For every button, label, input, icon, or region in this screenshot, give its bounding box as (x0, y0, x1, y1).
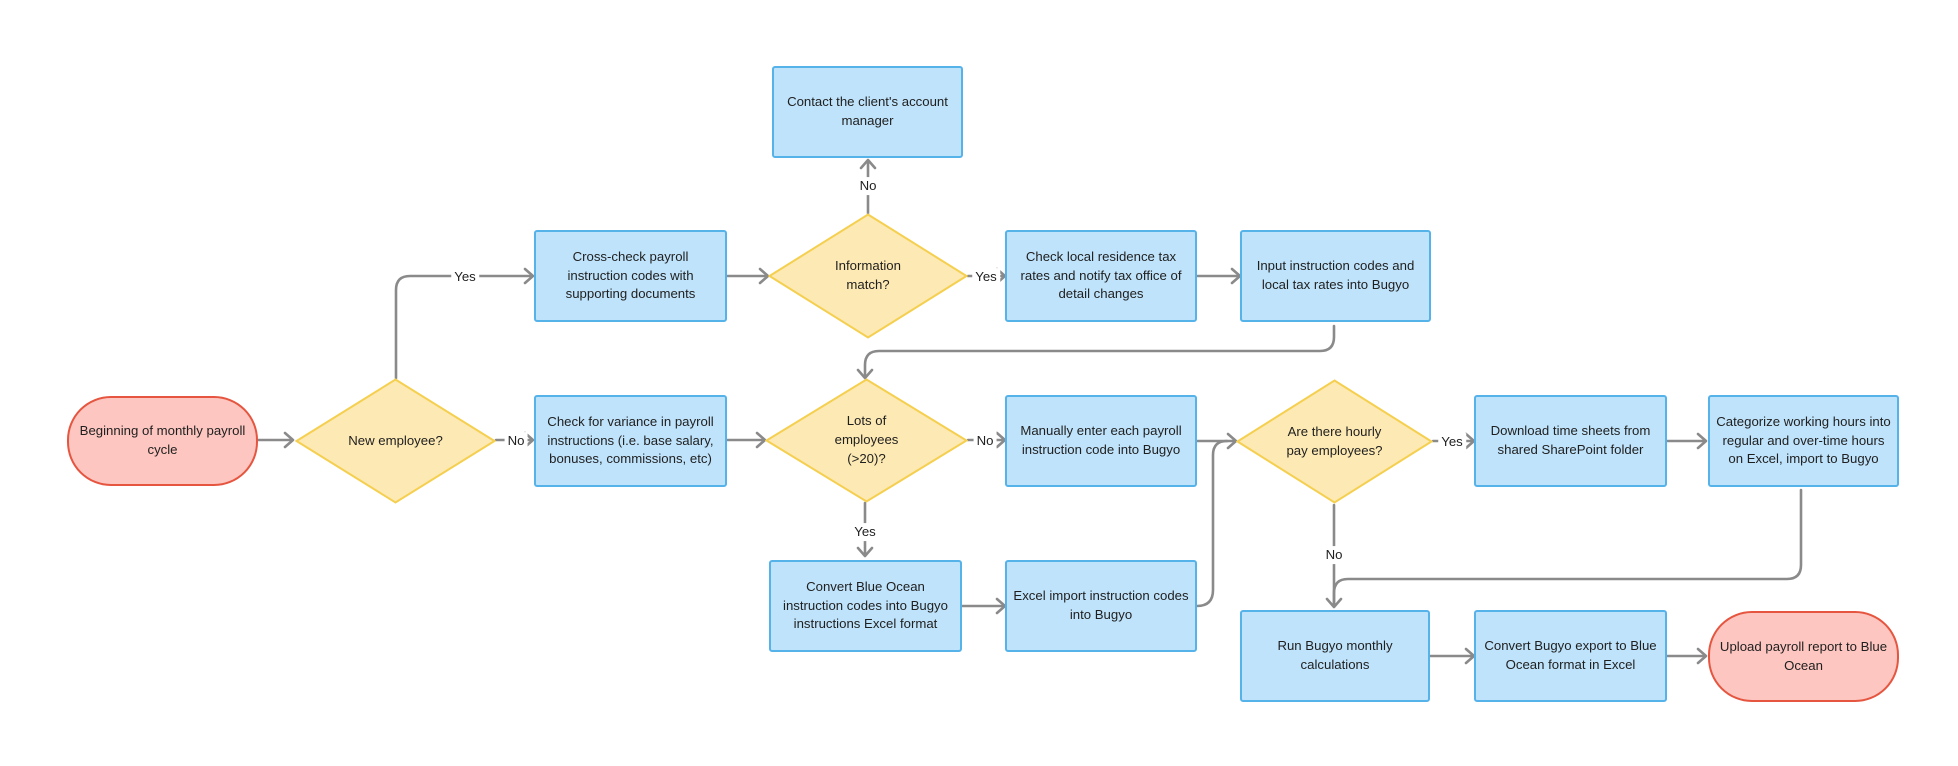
arrowhead (1696, 432, 1708, 450)
arrowhead (283, 431, 295, 449)
process-input-codes: Input instruction codes and local tax ra… (1240, 230, 1431, 322)
new-employee-label: New employee? (348, 432, 443, 448)
arrowhead (523, 267, 535, 285)
convert-codes-label: Convert Blue Ocean instruction codes int… (783, 578, 948, 632)
decision-diamond-shape (768, 213, 968, 339)
process-categorize-hours: Categorize working hours into regular an… (1708, 395, 1899, 487)
arrowhead (1226, 432, 1238, 450)
cross-check-label: Cross-check payroll instruction codes wi… (565, 248, 696, 302)
process-contact-account-manager: Contact the client's account manager (772, 66, 963, 158)
check-variance-label: Check for variance in payroll instructio… (547, 413, 714, 467)
input-codes-label: Input instruction codes and local tax ra… (1256, 258, 1415, 292)
edge-label-hourly-no: No (1322, 546, 1346, 564)
edge-label-lots-yes: Yes (851, 523, 879, 541)
arrowhead (1325, 597, 1343, 609)
edge-label-new-employee-yes: Yes (451, 268, 479, 286)
process-cross-check: Cross-check payroll instruction codes wi… (534, 230, 727, 322)
process-manually-enter: Manually enter each payroll instruction … (1005, 395, 1197, 487)
decision-diamond-shape (765, 378, 968, 503)
process-download-timesheets: Download time sheets from shared SharePo… (1474, 395, 1667, 487)
download-timesheets-label: Download time sheets from shared SharePo… (1490, 423, 1651, 457)
start-terminal: Beginning of monthly payroll cycle (67, 396, 258, 486)
arrowhead (856, 368, 874, 380)
end-terminal-upload-report: Upload payroll report to Blue Ocean (1708, 611, 1899, 702)
decision-diamond-shape (1236, 379, 1433, 504)
process-check-variance: Check for variance in payroll instructio… (534, 395, 727, 487)
hourly-employees-label: Are there hourly pay employees? (1286, 423, 1383, 458)
upload-report-label: Upload payroll report to Blue Ocean (1719, 638, 1888, 673)
run-calculations-label: Run Bugyo monthly calculations (1277, 638, 1393, 672)
arrowhead (1696, 647, 1708, 665)
arrowhead (755, 431, 767, 449)
edge-categorize-to-run (1332, 488, 1803, 608)
arrowhead (856, 546, 874, 558)
edge-label-info-match-yes: Yes (972, 268, 1000, 286)
manually-enter-label: Manually enter each payroll instruction … (1020, 423, 1182, 457)
edge-input-to-lots (863, 324, 1336, 379)
categorize-hours-label: Categorize working hours into regular an… (1716, 413, 1891, 467)
edge-label-new-employee-no: No (504, 432, 528, 450)
excel-import-label: Excel import instruction codes into Bugy… (1013, 588, 1189, 622)
process-convert-export: Convert Bugyo export to Blue Ocean forma… (1474, 610, 1667, 702)
decision-diamond-shape (295, 378, 496, 504)
contact-manager-label: Contact the client's account manager (787, 94, 948, 128)
edge-new-employee-yes (394, 274, 534, 380)
information-match-label: Information match? (835, 258, 901, 292)
lots-of-employees-label: Lots of employees (>20)? (834, 413, 899, 466)
edge-excel-import-to-hourly (1195, 439, 1229, 608)
decision-lots-of-employees: Lots of employees (>20)? (765, 378, 968, 503)
process-excel-import: Excel import instruction codes into Bugy… (1005, 560, 1197, 652)
process-run-calculations: Run Bugyo monthly calculations (1240, 610, 1430, 702)
edge-label-hourly-yes: Yes (1438, 433, 1466, 451)
edge-label-info-match-no: No (856, 177, 880, 195)
arrowhead (859, 158, 877, 170)
convert-export-label: Convert Bugyo export to Blue Ocean forma… (1484, 638, 1657, 672)
decision-information-match: Information match? (768, 213, 968, 339)
start-label: Beginning of monthly payroll cycle (79, 423, 246, 457)
arrowhead (523, 431, 535, 449)
decision-hourly-employees: Are there hourly pay employees? (1236, 379, 1433, 504)
process-check-tax-rates: Check local residence tax rates and noti… (1005, 230, 1197, 322)
decision-new-employee: New employee? (295, 378, 496, 504)
edge-label-lots-no: No (973, 432, 997, 450)
check-tax-rates-label: Check local residence tax rates and noti… (1020, 248, 1182, 302)
process-convert-codes: Convert Blue Ocean instruction codes int… (769, 560, 962, 652)
